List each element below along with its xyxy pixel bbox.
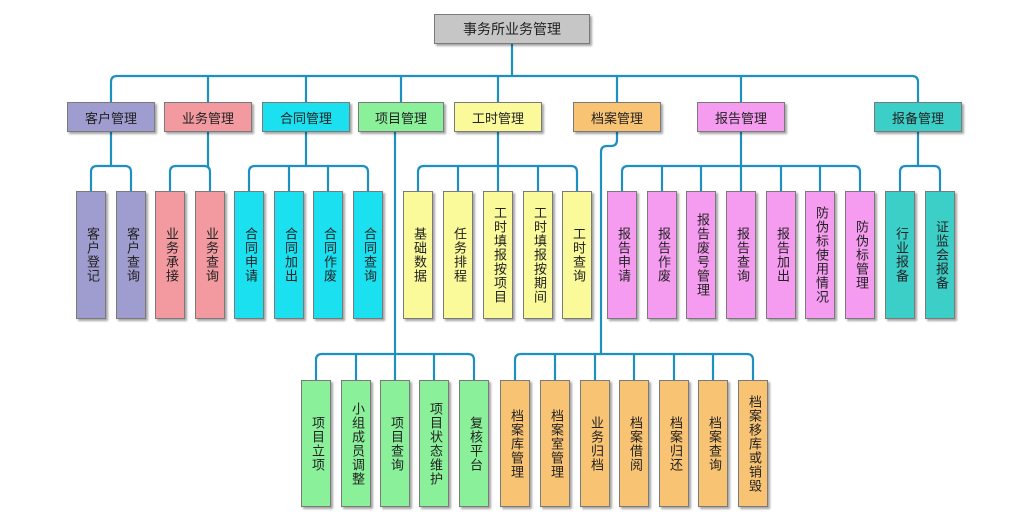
leaf-contract-add: 合同加出 xyxy=(274,191,304,319)
business-links-drop-0 xyxy=(168,164,178,193)
leaf-archive-return: 档案归还 xyxy=(659,380,689,507)
worktime-links-drop-4 xyxy=(569,164,579,193)
category-archive: 档案管理 xyxy=(573,102,661,132)
leaf-contract-query: 合同查询 xyxy=(353,191,383,319)
business-links-drop-1 xyxy=(202,164,212,193)
customer-links-drop-1 xyxy=(123,164,133,193)
leaf-archive-filing: 业务归档 xyxy=(580,380,610,507)
leaf-filing-industry: 行业报备 xyxy=(885,191,915,319)
filing-links-drop-1 xyxy=(932,164,942,193)
leaf-project-status: 项目状态维护 xyxy=(419,380,449,507)
category-filing: 报备管理 xyxy=(874,102,962,132)
leaf-project-review: 复核平台 xyxy=(459,380,489,507)
leaf-filing-csrc: 证监会报备 xyxy=(925,191,955,319)
leaf-archive-move-destroy: 档案移库或销毁 xyxy=(738,380,768,507)
archive-links-stem-curve xyxy=(599,130,619,356)
leaf-worktime-by-period: 工时填报按期间 xyxy=(523,191,553,319)
category-worktime: 工时管理 xyxy=(454,102,542,132)
project-links-drop-0 xyxy=(314,352,324,382)
category-drop-line-0 xyxy=(109,74,119,104)
leaf-customer-register: 客户登记 xyxy=(76,191,106,319)
contract-links-drop-3 xyxy=(360,164,370,193)
archive-links-drop-6 xyxy=(745,352,755,382)
leaf-business-accept: 业务承接 xyxy=(155,191,185,319)
archive-links-drop-0 xyxy=(513,352,523,382)
leaf-business-query: 业务查询 xyxy=(195,191,225,319)
customer-links-drop-0 xyxy=(89,164,99,193)
leaf-contract-apply: 合同申请 xyxy=(234,191,264,319)
leaf-project-setup: 项目立项 xyxy=(301,380,331,507)
leaf-contract-void: 合同作废 xyxy=(313,191,343,319)
leaf-worktime-basic-data: 基础数据 xyxy=(403,191,433,319)
leaf-project-team-adjust: 小组成员调整 xyxy=(341,380,371,507)
leaf-report-apply: 报告申请 xyxy=(607,191,637,319)
contract-links-drop-0 xyxy=(247,164,257,193)
category-drop-line-7 xyxy=(910,74,920,104)
report-links-drop-0 xyxy=(620,164,630,193)
leaf-report-query: 报告查询 xyxy=(726,191,756,319)
leaf-report-add: 报告加出 xyxy=(766,191,796,319)
worktime-links-drop-0 xyxy=(416,164,426,193)
leaf-report-void: 报告作废 xyxy=(647,191,677,319)
leaf-report-label-usage: 防伪标使用情况 xyxy=(805,191,835,319)
leaf-archive-room: 档案室管理 xyxy=(540,380,570,507)
leaf-worktime-schedule: 任务排程 xyxy=(443,191,473,319)
category-project: 项目管理 xyxy=(358,102,444,132)
filing-links-drop-0 xyxy=(898,164,908,193)
report-links-drop-6 xyxy=(852,164,862,193)
leaf-project-query: 项目查询 xyxy=(380,380,410,507)
leaf-report-void-number: 报告废号管理 xyxy=(686,191,716,319)
leaf-report-label-manage: 防伪标管理 xyxy=(845,191,875,319)
leaf-worktime-by-project: 工时填报按项目 xyxy=(483,191,513,319)
leaf-customer-query: 客户查询 xyxy=(116,191,146,319)
leaf-archive-library: 档案库管理 xyxy=(500,380,530,507)
leaf-worktime-query: 工时查询 xyxy=(562,191,592,319)
category-customer: 客户管理 xyxy=(67,102,155,132)
leaf-archive-query: 档案查询 xyxy=(698,380,728,507)
leaf-archive-borrow: 档案借阅 xyxy=(619,380,649,507)
root-node: 事务所业务管理 xyxy=(434,14,590,44)
project-links-drop-4 xyxy=(466,352,476,382)
category-report: 报告管理 xyxy=(697,102,785,132)
category-contract: 合同管理 xyxy=(262,102,350,132)
category-business: 业务管理 xyxy=(164,102,252,132)
